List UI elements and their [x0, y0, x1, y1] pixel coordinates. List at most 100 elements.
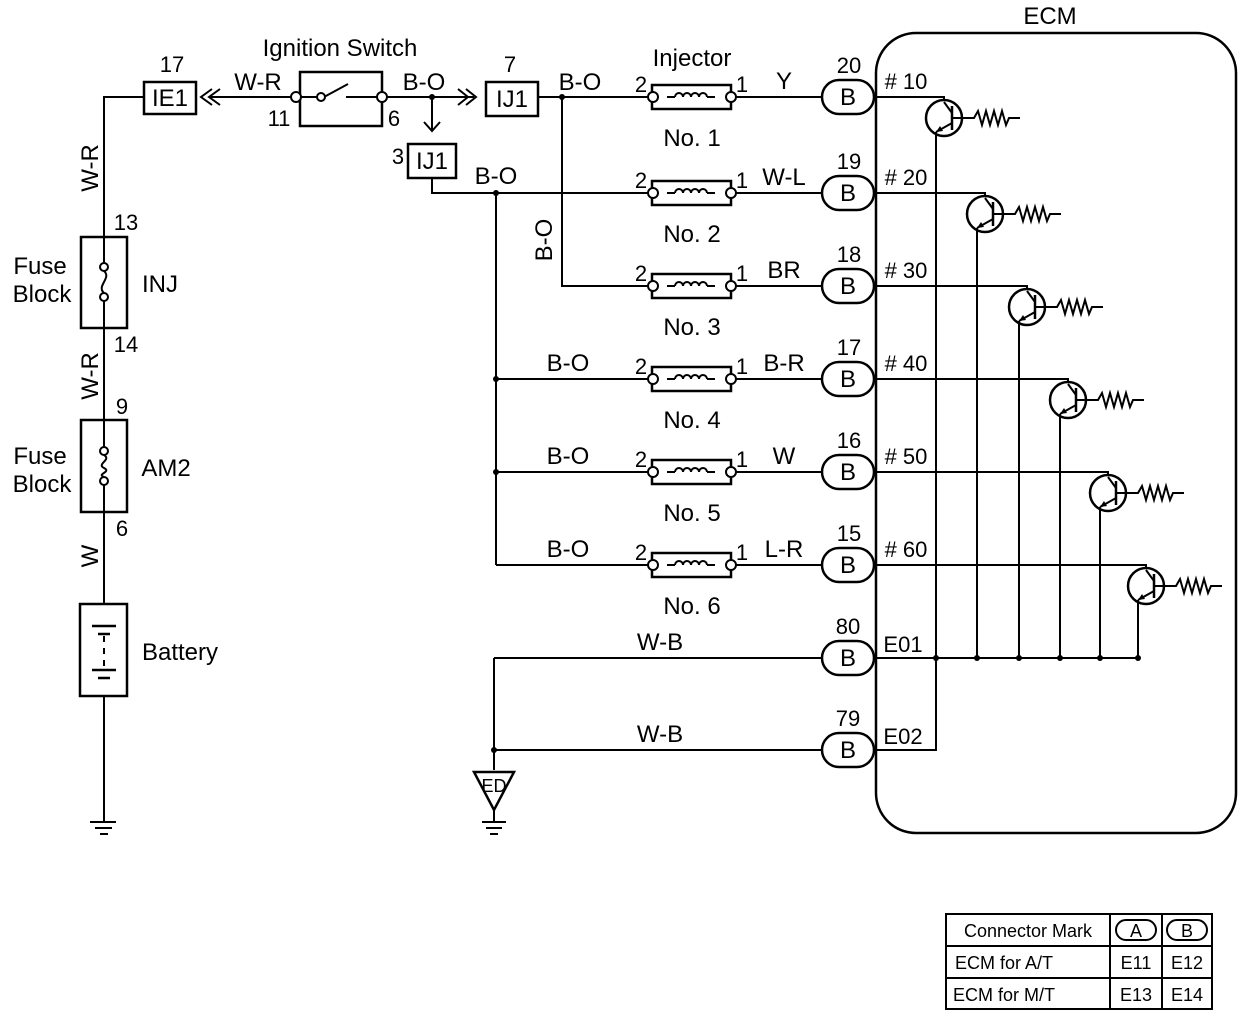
fuse-inj-block-line1: Fuse	[13, 253, 66, 280]
wire-label-bus-vertical: B-O	[531, 219, 558, 262]
injector-terminal-out	[725, 373, 737, 385]
transistor-base-resistor	[1154, 575, 1222, 597]
fuse-am2: 9 6 AM2 Fuse Block	[13, 394, 191, 541]
connector-ie1-label: IE1	[152, 85, 188, 112]
connector-table-header-b-oval	[1166, 919, 1208, 941]
transistor-emitter-arrow	[1100, 501, 1107, 507]
ecm-connector-oval	[820, 453, 876, 491]
ecm-signal-label: # 60	[885, 537, 928, 562]
injector-out-wire-label: B-R	[763, 350, 804, 377]
ecm-driver-transistor	[876, 96, 1020, 661]
connector-table-grid	[946, 914, 1212, 1009]
transistor-emitter-junction	[1097, 655, 1103, 661]
fuse-am2-pin-top: 9	[116, 394, 128, 419]
connector-ij1-arrow	[457, 88, 478, 106]
ignition-switch-terminal-out	[376, 91, 388, 103]
injector-pin-right: 1	[736, 447, 748, 472]
ground-point-triangle	[471, 770, 517, 813]
transistor-collector-wire	[876, 192, 986, 196]
fuse-am2-block-line1: Fuse	[13, 443, 66, 470]
ecm-pin-number: 15	[837, 521, 861, 546]
connector-table-row1-b: E12	[1171, 953, 1203, 973]
ignition-switch-box	[298, 70, 384, 128]
connector-ij1-top-pin: 7	[504, 52, 516, 77]
fuse-inj-pin-bottom: 14	[114, 332, 138, 357]
ignition-switch-contact	[296, 83, 382, 98]
ecm-driver-transistor	[876, 564, 1222, 661]
ecm-driver-transistor	[876, 471, 1184, 661]
injector-out-wire-label: W	[773, 443, 796, 470]
injector-name: No. 3	[663, 314, 720, 341]
transistor-emitter-junction	[1016, 655, 1022, 661]
wire-ij1-branch-to-inj2	[431, 178, 648, 194]
injector-terminal-in	[647, 280, 659, 292]
ecm-ground-connector-letter: B	[840, 645, 856, 672]
injector-in-wire-label: B-O	[547, 443, 590, 470]
connector-table-header-label: Connector Mark	[964, 921, 1093, 941]
injector-pin-left: 2	[635, 354, 647, 379]
connector-table-header-b: B	[1181, 921, 1193, 941]
ecm-connector-oval	[820, 267, 876, 305]
wire-branch-down	[423, 97, 441, 133]
transistor-base-resistor	[1116, 482, 1184, 504]
injector-pin-right: 1	[736, 261, 748, 286]
ecm-driver-transistor	[876, 378, 1144, 661]
battery-box	[78, 602, 129, 698]
injector-title: Injector	[653, 45, 732, 72]
transistor-emitter-arrow	[1138, 594, 1145, 600]
ecm-ground-terminal: E02	[883, 724, 922, 749]
ecm-ground-terminal: E01	[883, 632, 922, 657]
transistor-collector-wire	[876, 96, 945, 100]
transistor-emitter-junction	[974, 655, 980, 661]
fuse-am2-name: AM2	[141, 455, 190, 482]
transistor-collector-wire	[876, 378, 1069, 382]
injector-terminal-out	[725, 280, 737, 292]
transistor-collector-wire	[876, 285, 1028, 289]
fuse-inj-terminal-bottom	[99, 292, 109, 302]
transistor-leads	[1059, 383, 1077, 415]
ecm-connector-oval	[820, 174, 876, 212]
ignition-switch-terminal-in	[290, 91, 302, 103]
ground-point-label: ED	[481, 776, 506, 796]
injector-feed-bus: B-O B-O B-O	[431, 69, 648, 566]
battery: Battery	[78, 602, 218, 698]
transistor-emitter-arrow	[977, 222, 984, 228]
battery-label: Battery	[142, 639, 218, 666]
fuse-am2-terminal-top	[99, 446, 109, 456]
connector-ij1-branch-label: IJ1	[416, 148, 448, 175]
ecm-pin-number: 18	[837, 242, 861, 267]
injector-terminal-out	[725, 559, 737, 571]
fuse-inj-block-line2: Block	[13, 281, 73, 308]
wire-e02-bus	[876, 658, 937, 751]
ecm-title: ECM	[1023, 3, 1076, 30]
fuse-am2-terminal-bottom	[99, 476, 109, 486]
ecm-transistors	[876, 96, 1222, 661]
connector-table-row2-b: E14	[1171, 985, 1203, 1005]
ecm-ground-connector-oval	[820, 639, 876, 677]
connector-table-frame	[945, 913, 1213, 1010]
injector-out-wire-label: Y	[776, 68, 792, 95]
battery-cell-bottom	[92, 668, 116, 680]
ecm-signal-label: # 30	[885, 258, 928, 283]
ecm-signal-label: # 10	[885, 69, 928, 94]
ecm-emitter-bus	[876, 657, 1138, 751]
ecm-driver-transistor	[876, 192, 1061, 661]
injector-coil	[667, 92, 715, 98]
injector-coil	[667, 374, 715, 380]
transistor-collector-wire	[876, 471, 1109, 475]
injector-pin-right: 1	[736, 72, 748, 97]
connector-ij1-top-box	[484, 80, 540, 118]
ignition-switch-pivot	[316, 92, 326, 102]
ecm-pin-number: 17	[837, 335, 861, 360]
fuse-am2-pin-bottom: 6	[116, 516, 128, 541]
battery-ground-symbol	[90, 821, 116, 835]
injector-terminal-in	[647, 373, 659, 385]
injector-coil	[667, 467, 715, 473]
injector-terminal-out	[725, 187, 737, 199]
injector-pin-right: 1	[736, 354, 748, 379]
injector-name: No. 2	[663, 221, 720, 248]
